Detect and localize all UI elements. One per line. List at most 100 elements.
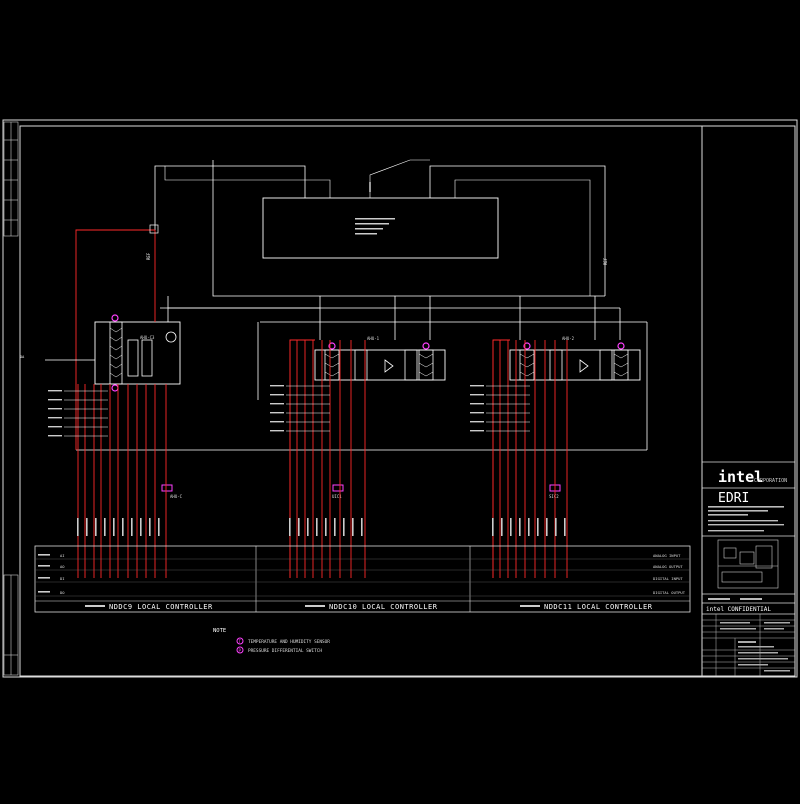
coil-zigzag	[109, 372, 123, 378]
io-row-code: AO	[60, 564, 65, 569]
legend-item-1: TEMPERATURE AND HUMIDITY SENSOR	[248, 639, 330, 645]
io-row-label: DIGITAL OUTPUT	[653, 590, 686, 595]
coil-zigzag	[519, 371, 535, 377]
controller-label: NDDC11 LOCAL CONTROLLER	[544, 603, 653, 611]
bms-text	[355, 228, 383, 230]
point-tag	[352, 518, 354, 536]
revision-table	[702, 614, 795, 676]
device-label	[470, 412, 484, 414]
sensor-tag-box	[332, 484, 344, 492]
company-text-lines	[708, 506, 784, 532]
coil-zigzag	[418, 362, 434, 368]
io-row-label: ANALOG INPUT	[653, 553, 681, 558]
coil-zigzag	[109, 354, 123, 360]
sensor-tag-label: AHU-C	[170, 494, 183, 499]
device-label	[270, 394, 284, 396]
point-tag	[361, 518, 363, 536]
filter	[404, 349, 418, 381]
brand-sub: CORPORATION	[754, 478, 787, 484]
device-label	[48, 399, 62, 401]
point-tag	[104, 518, 106, 536]
point-tag	[95, 518, 97, 536]
point-tag	[343, 518, 345, 536]
coil-zigzag	[324, 353, 340, 359]
device-label	[270, 430, 284, 432]
device-label	[270, 421, 284, 423]
io-row-tag	[38, 591, 50, 593]
ahu-label: AHU-1	[367, 336, 380, 341]
bms-text	[355, 223, 389, 225]
ahu-box	[314, 349, 446, 381]
sensor-icon	[111, 384, 119, 392]
point-tag	[546, 518, 548, 536]
outdoor-air-label: OA	[20, 355, 25, 359]
fan	[384, 359, 394, 373]
coil-left	[109, 321, 123, 385]
point-tag	[492, 518, 494, 536]
legend: NOTE T TEMPERATURE AND HUMIDITY SENSOR P…	[213, 628, 330, 654]
coil-zigzag	[613, 371, 629, 377]
filter-left-2	[141, 339, 153, 377]
pressure-switch-icon	[236, 646, 244, 654]
confidential-label: intel CONFIDENTIAL	[706, 606, 771, 613]
io-row-code: DI	[60, 576, 65, 581]
legend-item-2: PRESSURE DIFFERENTIAL SWITCH	[248, 648, 322, 654]
filter	[354, 349, 368, 381]
sensor-tag-label: UIC1	[332, 494, 342, 499]
controller-tag	[520, 605, 540, 607]
coil-zigzag	[109, 345, 123, 351]
point-tag	[564, 518, 566, 536]
ahu-label: AHU-2	[562, 336, 575, 341]
bus-right-2	[454, 179, 591, 296]
point-tag	[158, 518, 160, 536]
point-tag	[122, 518, 124, 536]
temp-sensor-glyph: T	[239, 639, 242, 644]
sensor-icon	[523, 342, 531, 350]
main-header	[212, 160, 605, 297]
point-tag	[537, 518, 539, 536]
point-tag	[510, 518, 512, 536]
coil-zigzag	[519, 353, 535, 359]
coil-zigzag	[418, 371, 434, 377]
brand-logo: intel	[718, 468, 763, 486]
coil	[519, 349, 535, 381]
device-label	[48, 408, 62, 410]
device-label	[48, 390, 62, 392]
coil-zigzag	[418, 353, 434, 359]
device-label	[48, 426, 62, 428]
fan	[579, 359, 589, 373]
point-tag	[140, 518, 142, 536]
bus-right	[429, 165, 606, 296]
bms-controller-box	[262, 197, 499, 259]
device-label	[270, 412, 284, 414]
device-label	[470, 403, 484, 405]
tag-left: REF	[146, 252, 151, 260]
sensor-icon	[111, 314, 119, 322]
controller-label: NDDC9 LOCAL CONTROLLER	[109, 603, 213, 611]
point-tag	[519, 518, 521, 536]
sensor-tag-box	[161, 484, 173, 492]
coil-zigzag	[324, 362, 340, 368]
filter	[549, 349, 563, 381]
device-label	[48, 417, 62, 419]
coil-zigzag	[613, 353, 629, 359]
filter	[599, 349, 613, 381]
io-row-code: DO	[60, 590, 65, 595]
point-tag	[289, 518, 291, 536]
title-block-text-lines	[720, 622, 790, 672]
controller-tag	[85, 605, 105, 607]
filter-left	[127, 339, 139, 377]
device-label	[470, 430, 484, 432]
outer-frame	[2, 119, 798, 678]
device-label	[270, 403, 284, 405]
point-tag	[86, 518, 88, 536]
company-name: EDRI	[718, 491, 749, 506]
coil-zigzag	[613, 362, 629, 368]
ahu-box	[509, 349, 641, 381]
point-tag	[113, 518, 115, 536]
device-label	[270, 385, 284, 387]
